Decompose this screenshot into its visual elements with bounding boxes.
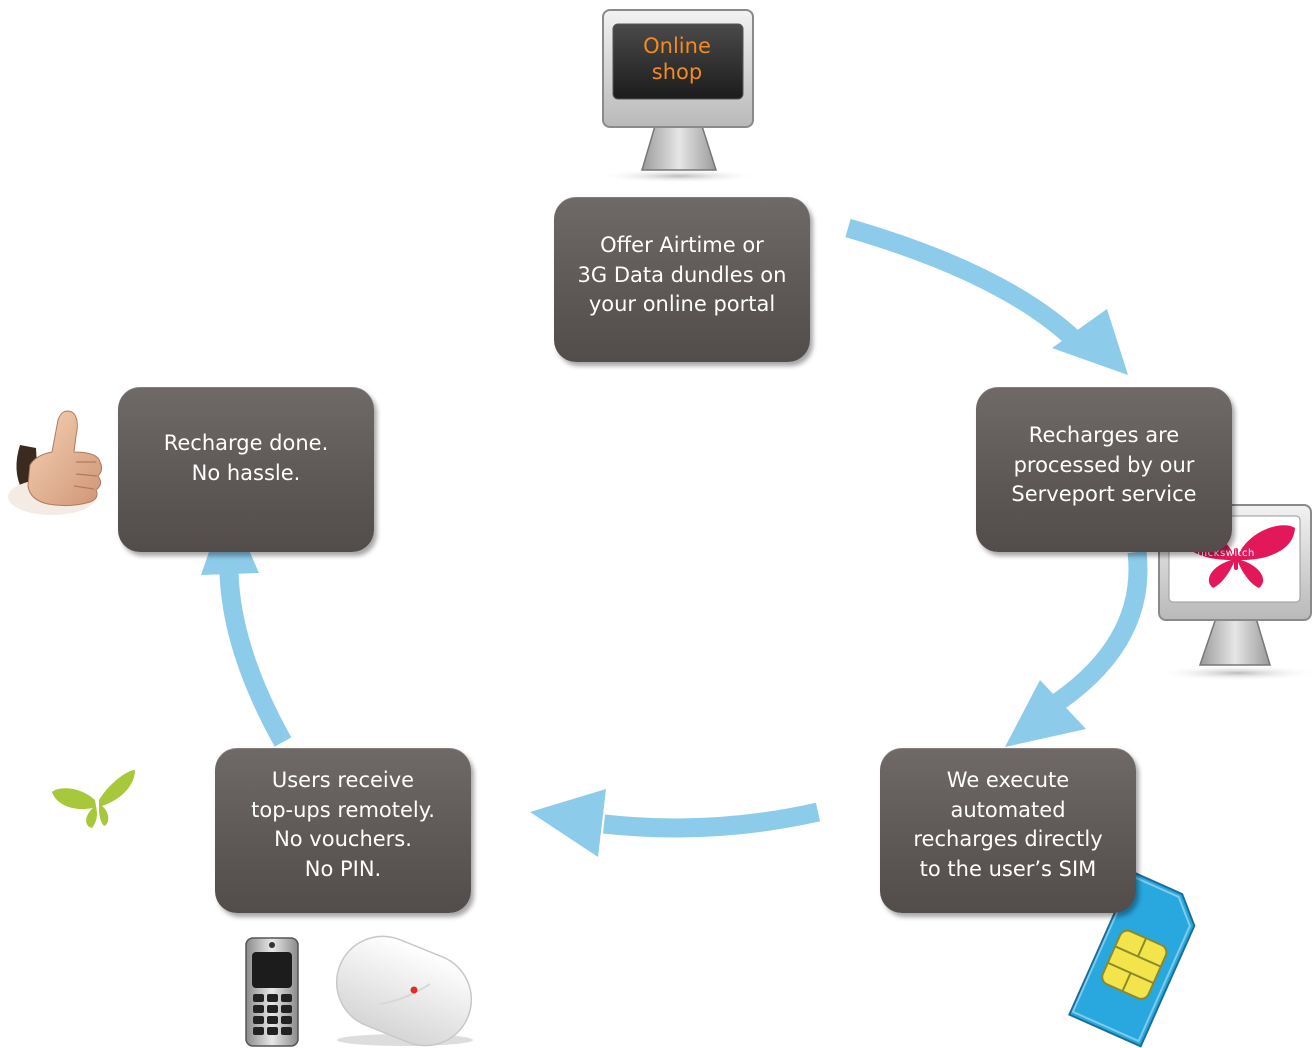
step-users-receive: Users receive top-ups remotely. No vouch… [215,748,471,913]
step-text-line: No hassle. [191,460,301,485]
step-text-line: processed by our [1013,452,1195,477]
monitor-icon [597,9,761,183]
step-text-line: Users receive [271,768,415,792]
butterfly-green-icon [52,770,135,828]
step-execute-recharges: We execute automated recharges directly … [880,748,1136,913]
step-text-line: 3G Data dundles on [577,262,787,287]
step-text-line: We execute [946,768,1070,792]
step-text-line: Offer Airtime or [600,233,764,257]
arrow-offer-to-process [845,218,1128,375]
arrow-process-to-execute [1005,550,1148,747]
thumbs-up-icon [8,410,103,515]
step-text-line: automated [950,797,1066,822]
online-shop-label: Online shop [618,33,736,85]
step-text-line: No vouchers. [274,827,412,851]
step-text-line: to the user’s SIM [919,856,1097,881]
step-recharges-processed: Recharges are processed by our Serveport… [976,387,1232,552]
step-text-line: your online portal [588,292,776,316]
online-shop-line1: Online [643,34,711,58]
step-recharge-done: Recharge done. No hassle. [118,387,374,552]
usb-modem-icon [335,935,473,1047]
mobile-phone-icon [245,937,299,1047]
step-text-line: recharges directly [913,827,1103,851]
step-text-line: Serveport service [1011,482,1197,506]
online-shop-line2: shop [651,60,703,84]
arrow-execute-to-receive [530,789,821,857]
step-text-line: Recharges are [1028,423,1180,447]
flickswitch-logo-text: flickswitch [1197,548,1255,559]
step-text-line: No PIN. [304,856,382,881]
step-text-line: top-ups remotely. [251,797,435,822]
sim-card-icon [1068,870,1196,1048]
step-text-line: Recharge done. [163,431,329,455]
step-offer-airtime: Offer Airtime or 3G Data dundles on your… [554,197,810,362]
